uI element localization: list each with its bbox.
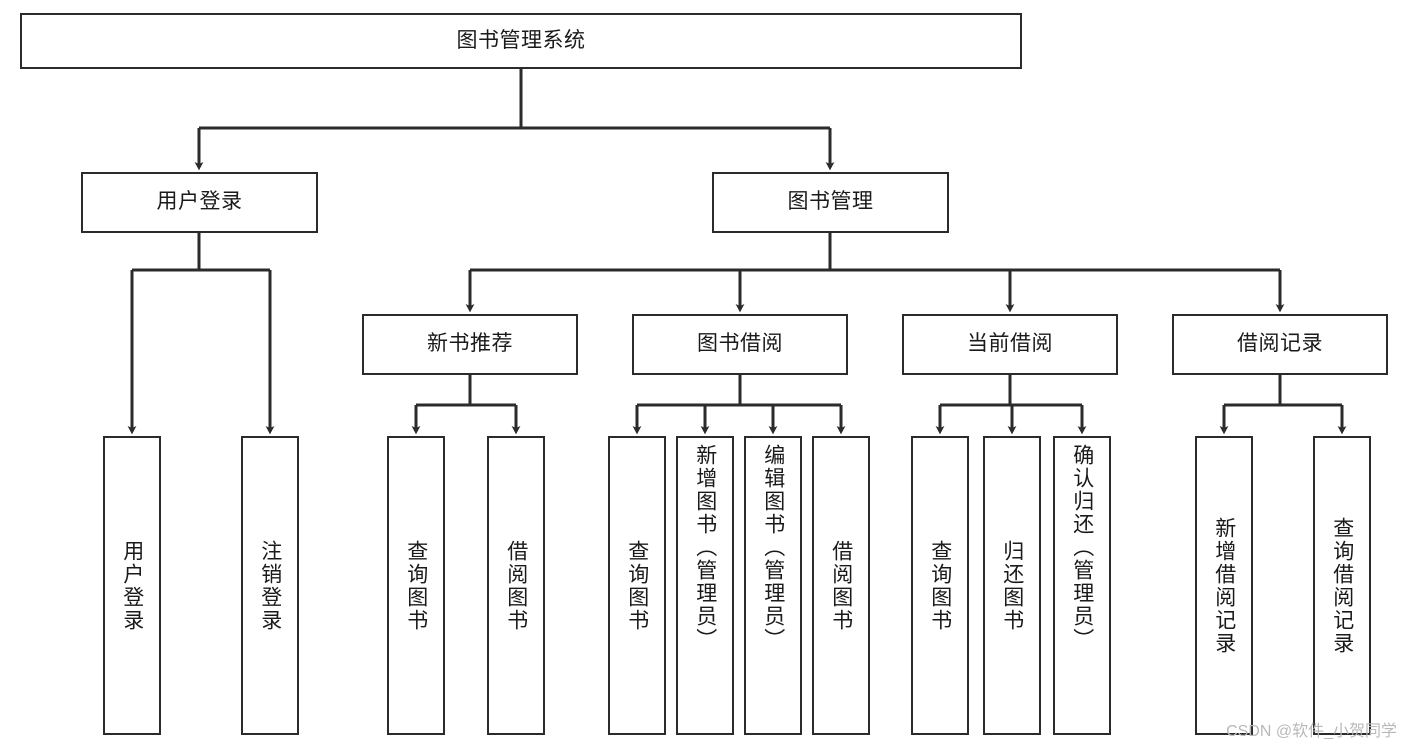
node-user-login-label: 用户登录 [156,190,243,214]
node-new-book-recommend-label: 新书推荐 [427,332,513,356]
node-leaf-query-book-3-label: 查询图书 [928,539,952,632]
node-leaf-borrow-book-1[interactable]: 借阅图书 [487,436,545,735]
node-leaf-confirm-return-admin[interactable]: 确认归还（管理员） [1053,436,1111,735]
node-book-borrow-label: 图书借阅 [697,332,783,356]
node-leaf-add-book-admin[interactable]: 新增图书（管理员） [676,436,734,735]
node-leaf-add-borrow-record[interactable]: 新增借阅记录 [1195,436,1253,735]
node-borrow-record[interactable]: 借阅记录 [1172,314,1388,375]
node-current-borrow-label: 当前借阅 [967,332,1053,356]
node-leaf-query-book-3[interactable]: 查询图书 [911,436,969,735]
node-current-borrow[interactable]: 当前借阅 [902,314,1118,375]
node-new-book-recommend[interactable]: 新书推荐 [362,314,578,375]
node-leaf-query-book-2-label: 查询图书 [625,539,649,632]
node-user-login[interactable]: 用户登录 [81,172,318,233]
node-leaf-query-borrow-record[interactable]: 查询借阅记录 [1313,436,1371,735]
node-borrow-record-label: 借阅记录 [1237,332,1323,356]
node-book-manage-label: 图书管理 [787,190,874,214]
node-leaf-add-borrow-record-label: 新增借阅记录 [1212,516,1236,655]
node-leaf-add-book-admin-label: 新增图书（管理员） [693,444,717,651]
node-leaf-borrow-book-2[interactable]: 借阅图书 [812,436,870,735]
node-root-label: 图书管理系统 [456,28,586,52]
node-leaf-logout-login-label: 注销登录 [258,539,282,632]
node-leaf-return-book-label: 归还图书 [1000,539,1024,632]
node-book-borrow[interactable]: 图书借阅 [632,314,848,375]
node-leaf-query-book-1[interactable]: 查询图书 [387,436,445,735]
node-leaf-query-book-2[interactable]: 查询图书 [608,436,666,735]
node-leaf-edit-book-admin[interactable]: 编辑图书（管理员） [744,436,802,735]
node-leaf-confirm-return-admin-label: 确认归还（管理员） [1070,444,1094,651]
node-leaf-return-book[interactable]: 归还图书 [983,436,1041,735]
node-leaf-edit-book-admin-label: 编辑图书（管理员） [761,444,785,651]
watermark-text: CSDN @软件_小贺同学 [1226,723,1397,740]
node-leaf-query-book-1-label: 查询图书 [404,539,428,632]
node-leaf-query-borrow-record-label: 查询借阅记录 [1330,516,1354,655]
node-root[interactable]: 图书管理系统 [20,13,1022,69]
node-book-manage[interactable]: 图书管理 [712,172,949,233]
node-leaf-user-login-label: 用户登录 [120,539,144,632]
node-leaf-logout-login[interactable]: 注销登录 [241,436,299,735]
node-leaf-borrow-book-1-label: 借阅图书 [504,539,528,632]
node-leaf-user-login[interactable]: 用户登录 [103,436,161,735]
node-leaf-borrow-book-2-label: 借阅图书 [829,539,853,632]
